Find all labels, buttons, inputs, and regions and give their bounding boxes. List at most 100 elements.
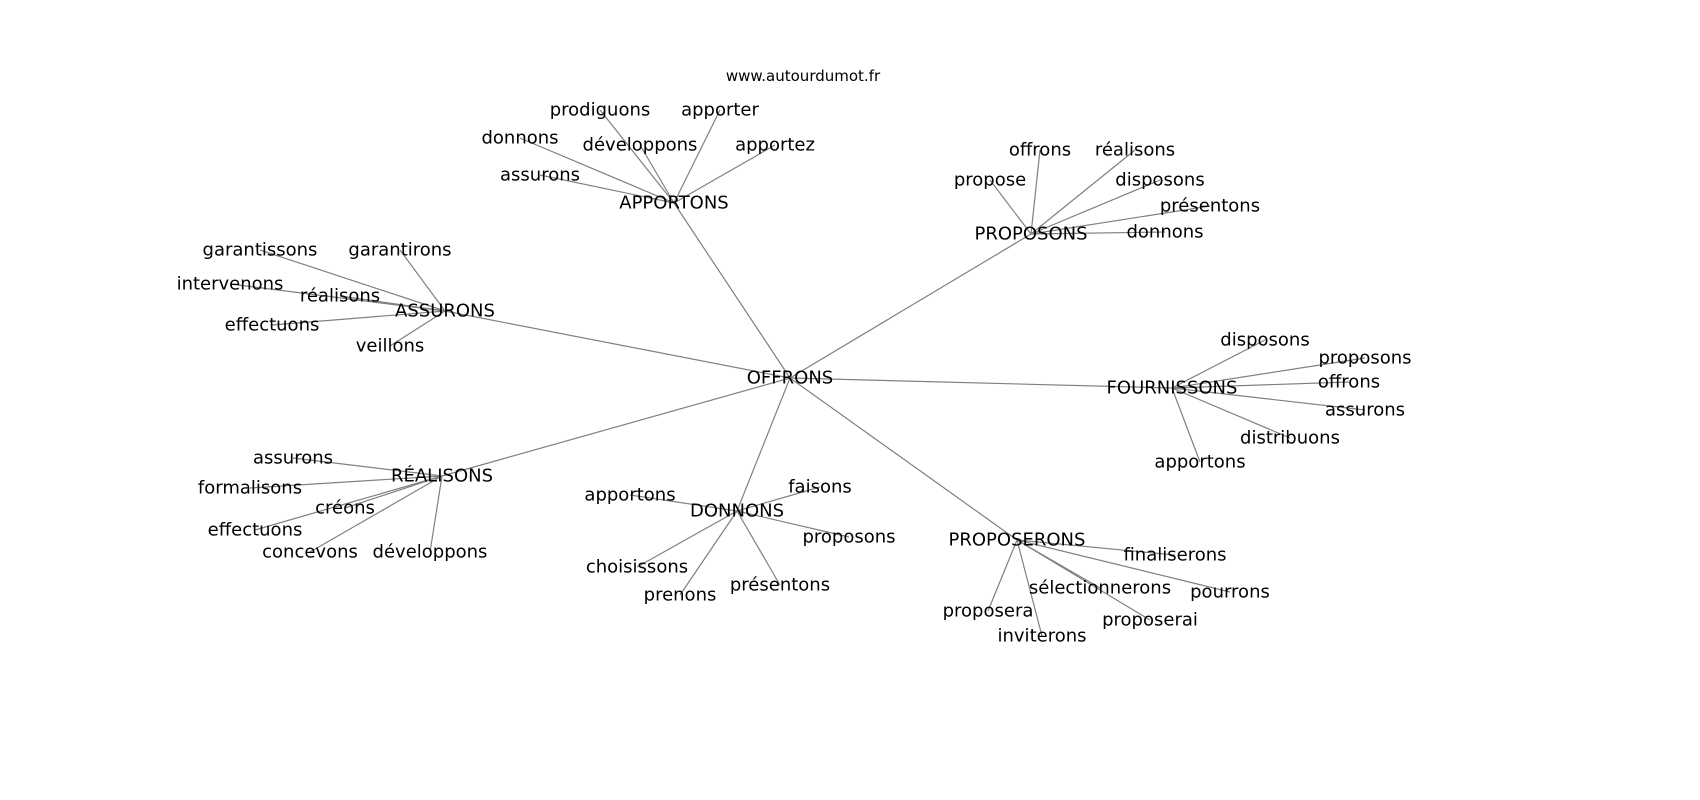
edges [229, 109, 1366, 637]
child-node: garantissons [203, 240, 318, 261]
nodes: OFFRONS prodiguons apporter apportez donnons… [177, 100, 1412, 647]
edge-hub-child [1016, 539, 1043, 637]
child-node: proposons [1318, 348, 1411, 369]
edge-hub-child [539, 174, 675, 204]
edge-hub-child [271, 310, 446, 326]
child-node: faisons [788, 477, 852, 498]
edge-root-hub [789, 377, 1018, 541]
child-node: choisissons [586, 557, 688, 578]
edge-hub-child [229, 283, 446, 312]
hub-node: PROPOSERONS [949, 530, 1086, 551]
child-node: réalisons [300, 286, 380, 307]
child-node: inviterons [998, 626, 1087, 647]
edge-root-hub [736, 377, 791, 512]
edge-hub-child [987, 539, 1018, 612]
edge-hub-child [399, 249, 446, 312]
edge-hub-child [1016, 539, 1151, 621]
child-node: apportons [1154, 452, 1245, 473]
edge-hub-child [673, 109, 721, 204]
child-node: créons [315, 498, 375, 519]
site-title: www.autourdumot.fr [726, 67, 881, 85]
edge-hub-child [629, 494, 738, 512]
child-node: apporter [681, 100, 759, 121]
hub-node: DONNONS [690, 501, 784, 522]
hub-node: ASSURONS [395, 301, 495, 322]
child-node: effectuons [208, 520, 303, 541]
child-node: veillons [356, 336, 425, 357]
edge-hub-child [736, 510, 850, 538]
edge-hub-child [599, 109, 675, 204]
child-node: donnons [1126, 222, 1203, 243]
child-node: apportons [584, 485, 675, 506]
child-node: prodiguons [550, 100, 651, 121]
edge-root-hub [789, 377, 1173, 389]
child-node: sélectionnerons [1029, 578, 1171, 599]
edge-hub-child [1171, 387, 1201, 463]
hub-node: PROPOSONS [974, 224, 1087, 245]
child-node: intervenons [177, 274, 284, 295]
edge-hub-child [1030, 231, 1166, 235]
edge-hub-child [339, 295, 446, 312]
hub-node: FOURNISSONS [1107, 378, 1238, 399]
child-node: offrons [1318, 372, 1380, 393]
edge-hub-child [679, 510, 738, 596]
edge-root-hub [789, 233, 1032, 379]
child-node: assurons [500, 165, 580, 186]
edge-hub-child [736, 510, 781, 586]
child-node: disposons [1220, 330, 1309, 351]
edge-hub-child [1016, 539, 1231, 593]
edge-root-hub [444, 310, 791, 379]
child-node: assurons [1325, 400, 1405, 421]
child-node: développons [583, 135, 698, 156]
child-node: garantirons [348, 240, 451, 261]
child-node: concevons [262, 542, 358, 563]
child-node: propose [954, 170, 1026, 191]
edge-hub-child [1171, 357, 1366, 389]
child-node: effectuons [225, 315, 320, 336]
edge-hub-child [249, 475, 443, 489]
child-node: pourrons [1190, 582, 1270, 603]
child-node: disposons [1115, 170, 1204, 191]
child-node: finaliserons [1123, 545, 1226, 566]
edge-hub-child [344, 475, 443, 509]
edge-root-hub [673, 202, 791, 379]
child-node: développons [373, 542, 488, 563]
edge-hub-child [254, 475, 443, 531]
edge-hub-child [1171, 387, 1366, 411]
edge-hub-child [636, 510, 738, 568]
edge-hub-child [673, 144, 776, 204]
edge-hub-child [1030, 149, 1136, 235]
child-node: proposons [802, 527, 895, 548]
edge-hub-child [639, 144, 675, 204]
child-node: présentons [730, 575, 830, 596]
edge-hub-child [429, 475, 443, 553]
edge-hub-child [736, 486, 821, 512]
child-node: proposerai [1102, 610, 1198, 631]
edge-root-hub [441, 377, 791, 477]
child-node: présentons [1160, 196, 1260, 217]
child-node: distribuons [1240, 428, 1340, 449]
edge-hub-child [259, 249, 446, 312]
edge-hub-child [1030, 149, 1041, 235]
child-node: réalisons [1095, 140, 1175, 161]
edge-hub-child [1171, 381, 1350, 389]
edge-hub-child [1016, 539, 1176, 556]
root-node: OFFRONS [747, 368, 833, 389]
hub-node: APPORTONS [619, 193, 728, 214]
child-node: assurons [253, 448, 333, 469]
edge-hub-child [292, 457, 443, 477]
edge-hub-child [309, 475, 443, 553]
child-node: donnons [481, 128, 558, 149]
child-node: formalisons [198, 478, 302, 499]
child-node: offrons [1009, 140, 1071, 161]
edge-hub-child [1030, 179, 1161, 235]
child-node: prenons [644, 585, 717, 606]
child-node: apportez [735, 135, 815, 156]
edge-hub-child [1171, 339, 1266, 389]
edge-hub-child [519, 137, 675, 204]
hub-node: RÉALISONS [391, 465, 493, 487]
edge-hub-child [389, 310, 446, 347]
edge-hub-child [1171, 387, 1291, 439]
child-node: proposera [943, 601, 1034, 622]
